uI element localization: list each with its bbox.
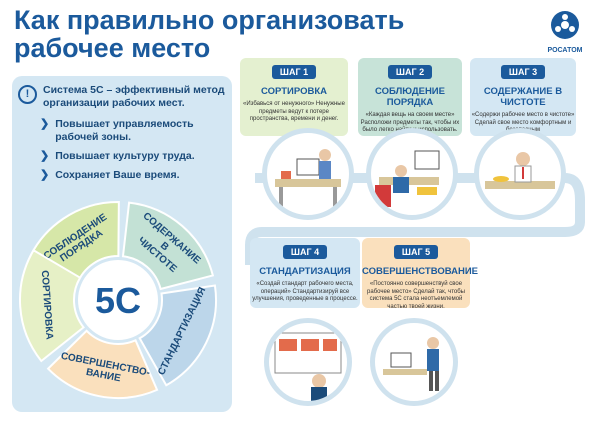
step-2-card: ШАГ 2 СОБЛЮДЕНИЕ ПОРЯДКА «Каждая вещь на…: [358, 58, 462, 136]
improvement-worker-illustration: [383, 337, 439, 391]
intro-block: ! Система 5С – эффективный метод организ…: [18, 84, 226, 188]
list-item: ❯Повышает управляемость рабочей зоны.: [40, 118, 194, 143]
rosatom-logo: РОСАТОМ: [540, 10, 590, 54]
step-3-illustration: [474, 128, 566, 220]
standards-board-illustration: [274, 332, 342, 401]
clean-desk-illustration: [485, 152, 555, 189]
page-title: Как правильно организовать рабочее место: [14, 5, 405, 63]
step-4-desc: «Создай стандарт рабочего места, операци…: [252, 281, 358, 302]
intro-text: Система 5С – эффективный метод организац…: [43, 84, 225, 109]
chevron-right-icon: ❯: [40, 118, 50, 130]
step-4-label: ШАГ 4: [282, 245, 328, 259]
step-5-card: ШАГ 5 СОВЕРШЕНСТВОВАНИЕ «Постоянно совер…: [362, 238, 479, 310]
step-3-title: СОДЕРЖАНИЕ В ЧИСТОТЕ: [483, 86, 563, 108]
step-2-label: ШАГ 2: [387, 65, 433, 79]
step-1-illustration: [262, 128, 354, 220]
list-item: ❯Сохраняет Ваше время.: [40, 169, 180, 181]
chevron-right-icon: ❯: [40, 169, 50, 181]
step-3-card: ШАГ 3 СОДЕРЖАНИЕ В ЧИСТОТЕ «Содержи рабо…: [470, 58, 576, 136]
step-1-desc: «Избавься от ненужного» Ненужные предмет…: [243, 101, 345, 122]
chevron-right-icon: ❯: [40, 150, 50, 162]
step-2-title: СОБЛЮДЕНИЕ ПОРЯДКА: [375, 86, 445, 108]
step-4-card: ШАГ 4 СТАНДАРТИЗАЦИЯ «Создай стандарт ра…: [250, 238, 360, 308]
atom-logo-icon: [551, 11, 579, 39]
step-1-label: ШАГ 1: [271, 65, 317, 79]
logo-text: РОСАТОМ: [547, 47, 583, 54]
worker-organizing-illustration: [375, 150, 440, 207]
step-5-label: ШАГ 5: [393, 245, 439, 259]
list-item: ❯Повышает культуру труда.: [40, 150, 195, 162]
exclamation-icon: !: [18, 85, 37, 104]
step-5-title: СОВЕРШЕНСТВОВАНИЕ: [362, 266, 479, 277]
step-1-title: СОРТИРОВКА: [261, 86, 327, 97]
office-desk-illustration: [275, 149, 341, 209]
benefit-list: ❯Повышает управляемость рабочей зоны. ❯П…: [40, 118, 226, 182]
step-2-illustration: [366, 128, 458, 220]
step-4-title: СТАНДАРТИЗАЦИЯ: [259, 266, 351, 277]
step-5-illustration: [370, 318, 458, 406]
step-5-desc: «Постоянно совершенствуй свое рабочее ме…: [367, 281, 465, 310]
step-3-label: ШАГ 3: [500, 65, 546, 79]
step-1-card: ШАГ 1 СОРТИРОВКА «Избавься от ненужного»…: [240, 58, 348, 136]
step-4-illustration: [264, 318, 352, 406]
